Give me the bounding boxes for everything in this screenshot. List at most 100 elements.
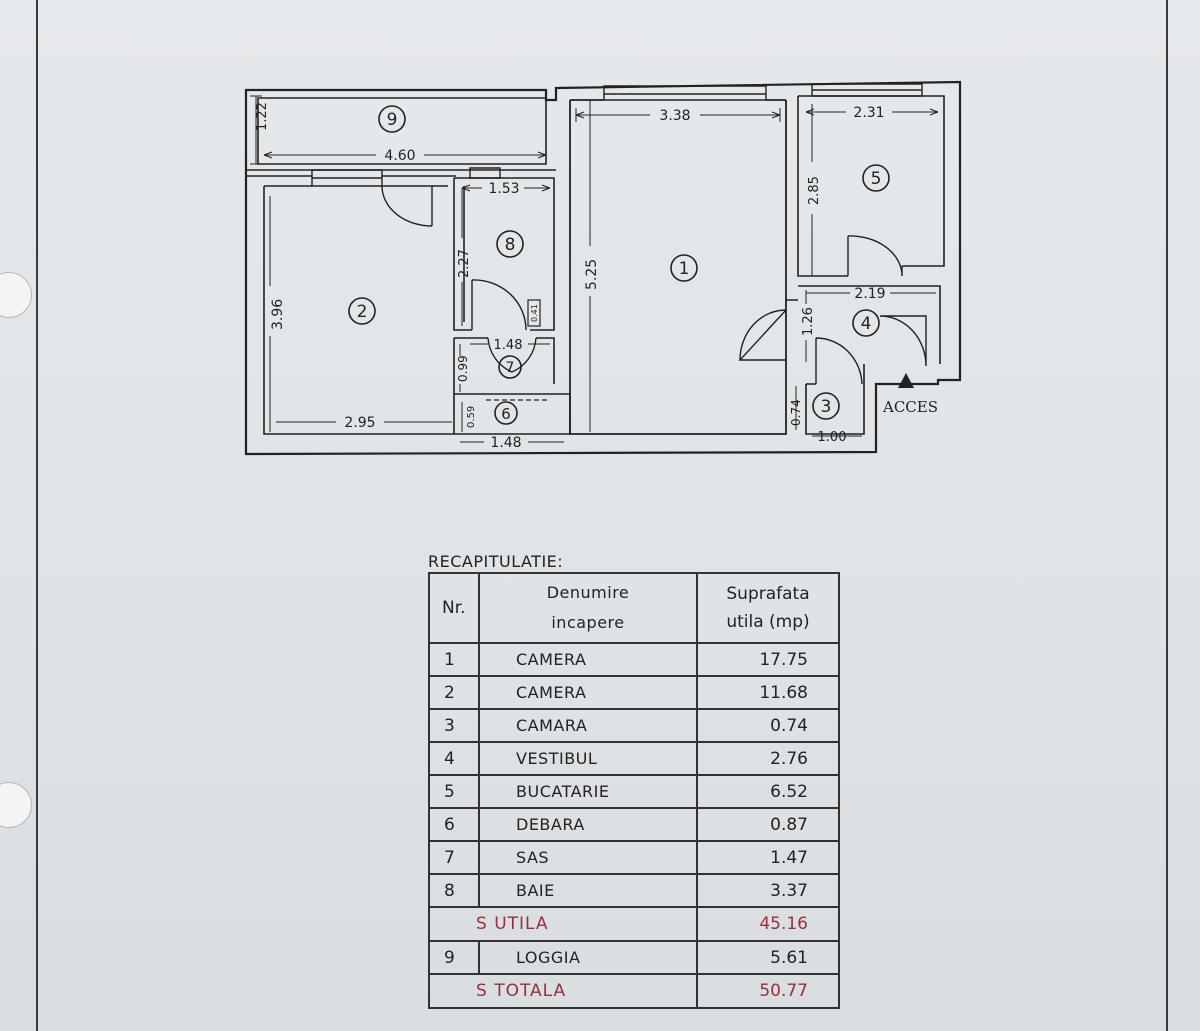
total-overall-row: S TOTALA 50.77	[430, 973, 838, 1007]
dim-room1-width: 3.38	[659, 108, 690, 124]
row-name: DEBARA	[480, 809, 698, 840]
camara-door	[815, 337, 863, 385]
row-area: 2.76	[770, 748, 808, 769]
table-row: 5 BUCATARIE 6.52	[430, 774, 838, 807]
room-number-circle	[852, 309, 880, 337]
room-number-9: 9	[387, 110, 398, 130]
room-number-circle	[812, 392, 840, 420]
room-number-circle	[494, 401, 518, 425]
row-name: CAMERA	[480, 644, 698, 675]
row-area: 17.75	[759, 649, 808, 670]
dim-room5-width: 2.31	[853, 105, 884, 121]
room-number-4: 4	[861, 314, 872, 334]
row-nr: 5	[430, 776, 480, 807]
table-row: 3 CAMARA 0.74	[430, 708, 838, 741]
total-useful-label: S UTILA	[430, 908, 698, 940]
table-row: 1 CAMERA 17.75	[430, 642, 838, 675]
bath-outline	[453, 177, 555, 331]
outer-wall	[244, 80, 962, 456]
row-nr: 9	[430, 942, 480, 973]
table-row: 8 BAIE 3.37	[430, 873, 838, 906]
row-nr: 2	[430, 677, 480, 708]
table-row: 2 CAMERA 11.68	[430, 675, 838, 708]
room-number-circle	[862, 164, 890, 192]
header-area-line2: utila (mp)	[726, 612, 810, 632]
dim-sas-width: 1.48	[494, 338, 523, 353]
room-number-8: 8	[505, 235, 516, 255]
dim-camara-height: 0.74	[789, 399, 803, 426]
floor-plan: 1 2 3 4 5 6 7 8 9 1.22 4.60 3.38 2.31 2.…	[244, 80, 962, 456]
row-name: LOGGIA	[480, 942, 698, 973]
row-area: 0.87	[770, 814, 808, 835]
hall-outline	[786, 285, 941, 364]
row-nr: 4	[430, 743, 480, 774]
room1-window	[603, 85, 767, 101]
row-area: 0.74	[770, 715, 808, 736]
room2-outline	[263, 185, 454, 435]
table-row: 6 DEBARA 0.87	[430, 807, 838, 840]
row-nr: 7	[430, 842, 480, 873]
room2-door	[381, 185, 433, 227]
row-area: 11.68	[759, 682, 808, 703]
dim-debara-width: 1.48	[490, 435, 521, 451]
row-name: BUCATARIE	[480, 776, 698, 807]
hall-door-left	[738, 309, 787, 361]
room-number-1: 1	[679, 259, 690, 279]
total-overall-value: 50.77	[759, 981, 808, 1001]
table-header-row: Nr. Denumire incapere Suprafata utila (m…	[430, 574, 838, 642]
dim-room2-height: 3.96	[270, 299, 286, 330]
room-number-circle	[496, 230, 524, 258]
row-name: VESTIBUL	[480, 743, 698, 774]
row-nr: 3	[430, 710, 480, 741]
table-row: 4 VESTIBUL 2.76	[430, 741, 838, 774]
row-nr: 6	[430, 809, 480, 840]
dim-hall-height: 1.26	[801, 307, 816, 336]
bath-door	[471, 279, 527, 331]
access-label: ACCES	[882, 398, 938, 416]
dim-loggia-height: 1.22	[255, 102, 270, 131]
bath-window	[469, 167, 501, 179]
row-area: 3.37	[770, 880, 808, 901]
kitchen-door	[847, 235, 903, 277]
dim-arrows	[263, 108, 939, 192]
sas-outline	[453, 337, 555, 394]
header-name-line2: incapere	[551, 613, 625, 632]
header-nr: Nr.	[430, 574, 480, 642]
dim-bath-height: 2.27	[457, 249, 472, 278]
dim-bath-width: 1.53	[488, 181, 519, 197]
header-area: Suprafata utila (mp)	[698, 574, 838, 642]
loggia-row: 9 LOGGIA 5.61	[430, 940, 838, 973]
room-number-3: 3	[821, 397, 832, 417]
loggia-wall	[246, 169, 556, 177]
header-area-line1: Suprafata	[726, 584, 810, 604]
room-number-circle	[498, 355, 522, 379]
room2-window	[311, 169, 383, 187]
dim-camara-width: 1.00	[818, 430, 847, 445]
dim-room2-width: 2.95	[344, 415, 375, 431]
room1-outline	[569, 99, 787, 435]
dim-hall-width: 2.19	[854, 286, 885, 302]
row-name: SAS	[480, 842, 698, 873]
room-number-circle	[378, 105, 406, 133]
loggia-outline	[257, 97, 547, 165]
room-number-5: 5	[871, 169, 882, 189]
row-area: 5.61	[770, 947, 808, 968]
hall-door-right	[879, 315, 927, 367]
dim-room5-height: 2.85	[807, 176, 822, 205]
right-margin-line	[1166, 0, 1168, 1031]
header-name-line1: Denumire	[546, 583, 630, 602]
dim-sas-height: 0.99	[456, 355, 470, 382]
recap-title: RECAPITULATIE:	[428, 552, 564, 571]
row-name: BAIE	[480, 875, 698, 906]
row-nr: 1	[430, 644, 480, 675]
table-row: 7 SAS 1.47	[430, 840, 838, 873]
left-margin-line	[36, 0, 38, 1031]
total-overall-label: S TOTALA	[430, 975, 698, 1007]
dim-small-duct: 0.41	[530, 304, 539, 322]
room-number-6: 6	[501, 405, 511, 423]
row-name: CAMERA	[480, 677, 698, 708]
total-useful-value: 45.16	[759, 914, 808, 934]
camara-outline	[805, 364, 865, 435]
dim-loggia-width: 4.60	[384, 148, 415, 164]
